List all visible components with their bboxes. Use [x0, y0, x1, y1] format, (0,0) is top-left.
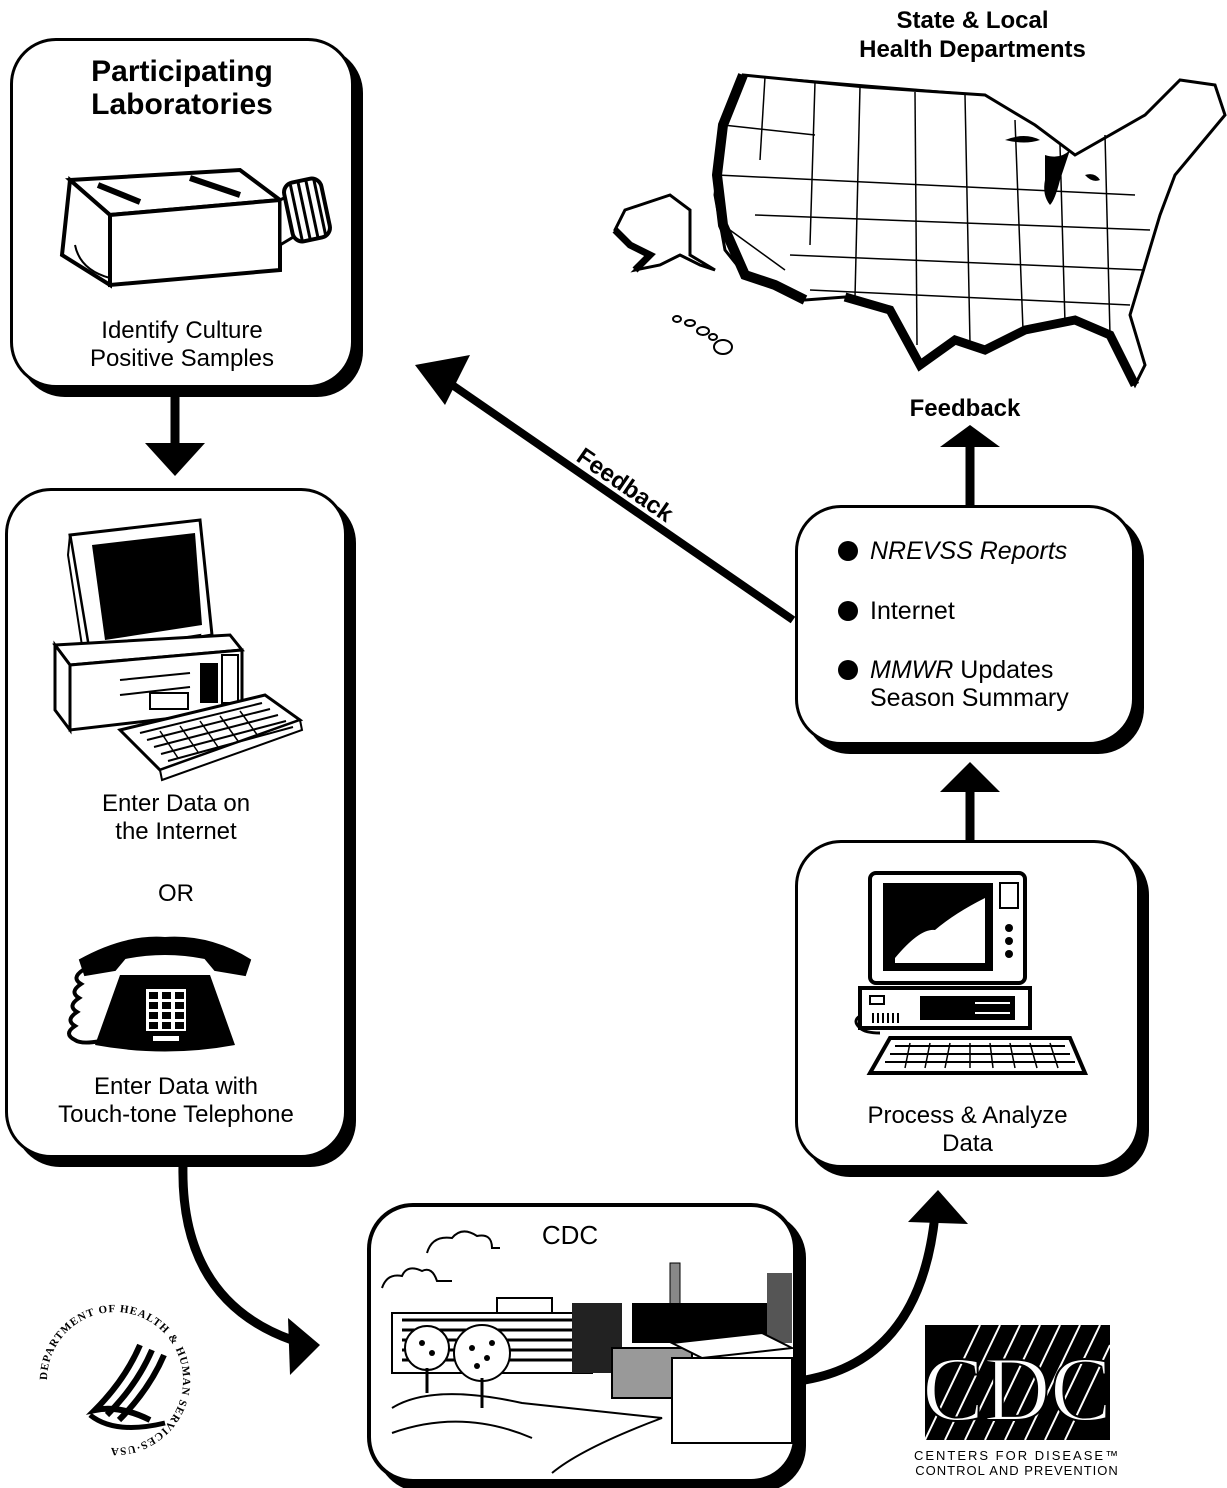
bullet-icon	[838, 601, 858, 621]
report-item-nrevss: NREVSS Reports	[838, 537, 1067, 565]
report-item-mmwr: MMWR Updates Season Summary	[838, 656, 1069, 712]
labs-title: Participating Laboratories	[91, 55, 273, 121]
arrow-reports-to-state	[940, 425, 1000, 507]
arrow-labs-to-entry	[145, 388, 205, 476]
cdc-box-label: CDC	[541, 1220, 599, 1250]
bullet-icon	[838, 541, 858, 561]
hhs-seal: DEPARTMENT OF HEALTH & HUMAN SERVICES·US…	[38, 1303, 191, 1457]
labs-caption: Identify Culture Positive Samples	[89, 317, 275, 372]
state-health-title: State & Local Health Departments	[859, 7, 1086, 63]
retro-computer-icon	[854, 871, 1089, 1075]
cdc-logo-letters: CDC	[922, 1338, 1111, 1440]
or-label: OR	[158, 880, 194, 907]
cdc-building-illustration	[381, 1230, 796, 1474]
process-caption: Process & Analyze Data	[867, 1102, 1068, 1157]
arrow-process-to-reports	[940, 762, 1000, 840]
us-map	[612, 73, 1227, 389]
telephone-icon	[67, 936, 252, 1052]
culture-flask-icon	[59, 167, 332, 289]
bullet-icon	[838, 660, 858, 680]
feedback-diagonal-label: Feedback	[572, 443, 679, 528]
cdc-logo: CDC CENTERS FOR DISEASE™ CONTROL AND PRE…	[914, 1324, 1118, 1478]
cdc-logo-line1: CENTERS FOR DISEASE™	[914, 1448, 1120, 1463]
desktop-computer-icon	[52, 518, 304, 782]
cdc-logo-line2: CONTROL AND PREVENTION	[915, 1463, 1119, 1478]
report-item-internet: Internet	[838, 597, 955, 625]
feedback-up-label: Feedback	[909, 395, 1021, 422]
internet-entry-caption: Enter Data on the Internet	[101, 790, 251, 845]
phone-entry-caption: Enter Data with Touch-tone Telephone	[58, 1073, 294, 1128]
